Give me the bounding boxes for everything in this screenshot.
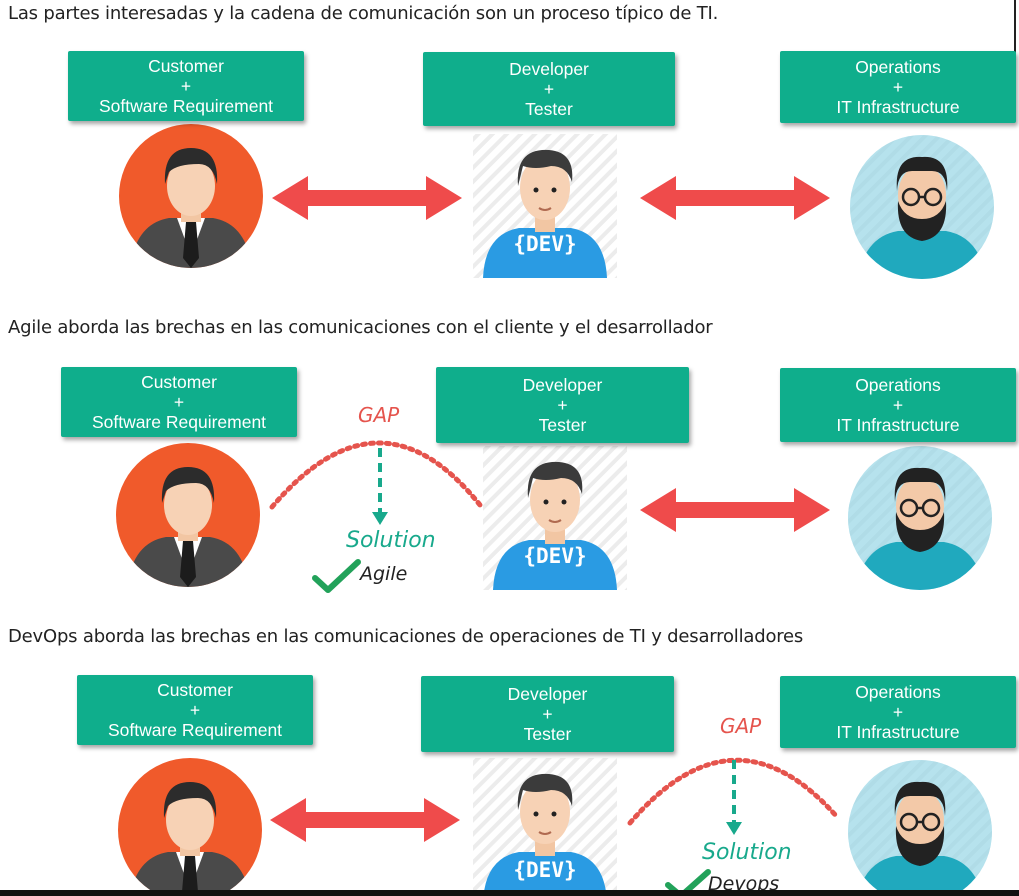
plus-sign: +: [892, 77, 904, 97]
section2-heading: Agile aborda las brechas en las comunica…: [8, 317, 713, 338]
customer-subtitle: Software Requirement: [98, 96, 274, 116]
operations-subtitle: IT Infrastructure: [836, 97, 960, 117]
developer-title: Developer: [509, 59, 589, 79]
operations-title: Operations: [855, 682, 941, 702]
solution-label: Solution: [702, 840, 792, 865]
operations-box: Operations + IT Infrastructure: [780, 51, 1016, 123]
plus-sign: +: [173, 392, 185, 412]
double-arrow-icon: [640, 176, 830, 220]
check-icon: [665, 869, 711, 896]
customer-box: Customer + Software Requirement: [68, 51, 304, 121]
section3-heading: DevOps aborda las brechas en las comunic…: [8, 626, 804, 647]
developer-avatar: [482, 445, 628, 591]
bottom-border: [0, 890, 1019, 896]
plus-sign: +: [892, 395, 904, 415]
gap-label: GAP: [358, 403, 400, 427]
check-icon: [312, 559, 361, 593]
customer-title: Customer: [148, 56, 224, 76]
double-arrow-icon: [640, 488, 830, 532]
plus-sign: +: [543, 79, 555, 99]
plus-sign: +: [189, 700, 201, 720]
developer-box: Developer + Tester: [436, 367, 689, 443]
customer-avatar: [119, 124, 263, 276]
double-arrow-icon: [272, 176, 462, 220]
customer-subtitle: Software Requirement: [91, 412, 267, 432]
dev-shirt-text: {DEV}: [523, 544, 587, 568]
customer-title: Customer: [157, 680, 233, 700]
customer-avatar: [116, 443, 260, 595]
customer-box: Customer + Software Requirement: [61, 367, 297, 437]
plus-sign: +: [180, 76, 192, 96]
customer-subtitle: Software Requirement: [107, 720, 283, 740]
solution-name: Agile: [358, 563, 407, 585]
dev-shirt-text: {DEV}: [513, 858, 577, 882]
solution-name: Devops: [708, 873, 779, 895]
operations-title: Operations: [855, 57, 941, 77]
plus-sign: +: [892, 702, 904, 722]
customer-title: Customer: [141, 372, 217, 392]
section1-heading: Las partes interesadas y la cadena de co…: [8, 3, 719, 24]
operations-subtitle: IT Infrastructure: [836, 722, 960, 742]
solution-label: Solution: [346, 528, 436, 553]
developer-box: Developer + Tester: [421, 676, 674, 752]
gap-label: GAP: [720, 714, 762, 738]
operations-title: Operations: [855, 375, 941, 395]
operations-avatar: [848, 760, 992, 896]
developer-subtitle: Tester: [538, 415, 587, 435]
gap-arc: [269, 440, 483, 510]
developer-subtitle: Tester: [525, 99, 573, 119]
developer-title: Developer: [522, 375, 603, 395]
plus-sign: +: [557, 395, 568, 415]
customer-avatar: [118, 758, 262, 896]
operations-avatar: [850, 135, 994, 287]
double-arrow-icon: [270, 798, 460, 842]
developer-box: Developer + Tester: [423, 52, 675, 126]
operations-avatar: [848, 446, 992, 598]
developer-avatar: [472, 133, 618, 279]
customer-box: Customer + Software Requirement: [77, 675, 313, 745]
operations-box: Operations + IT Infrastructure: [780, 368, 1016, 442]
developer-title: Developer: [507, 684, 588, 704]
operations-box: Operations + IT Infrastructure: [780, 676, 1016, 748]
operations-subtitle: IT Infrastructure: [836, 415, 960, 435]
plus-sign: +: [542, 704, 553, 724]
developer-subtitle: Tester: [523, 724, 572, 744]
dev-shirt-text: {DEV}: [513, 232, 577, 256]
